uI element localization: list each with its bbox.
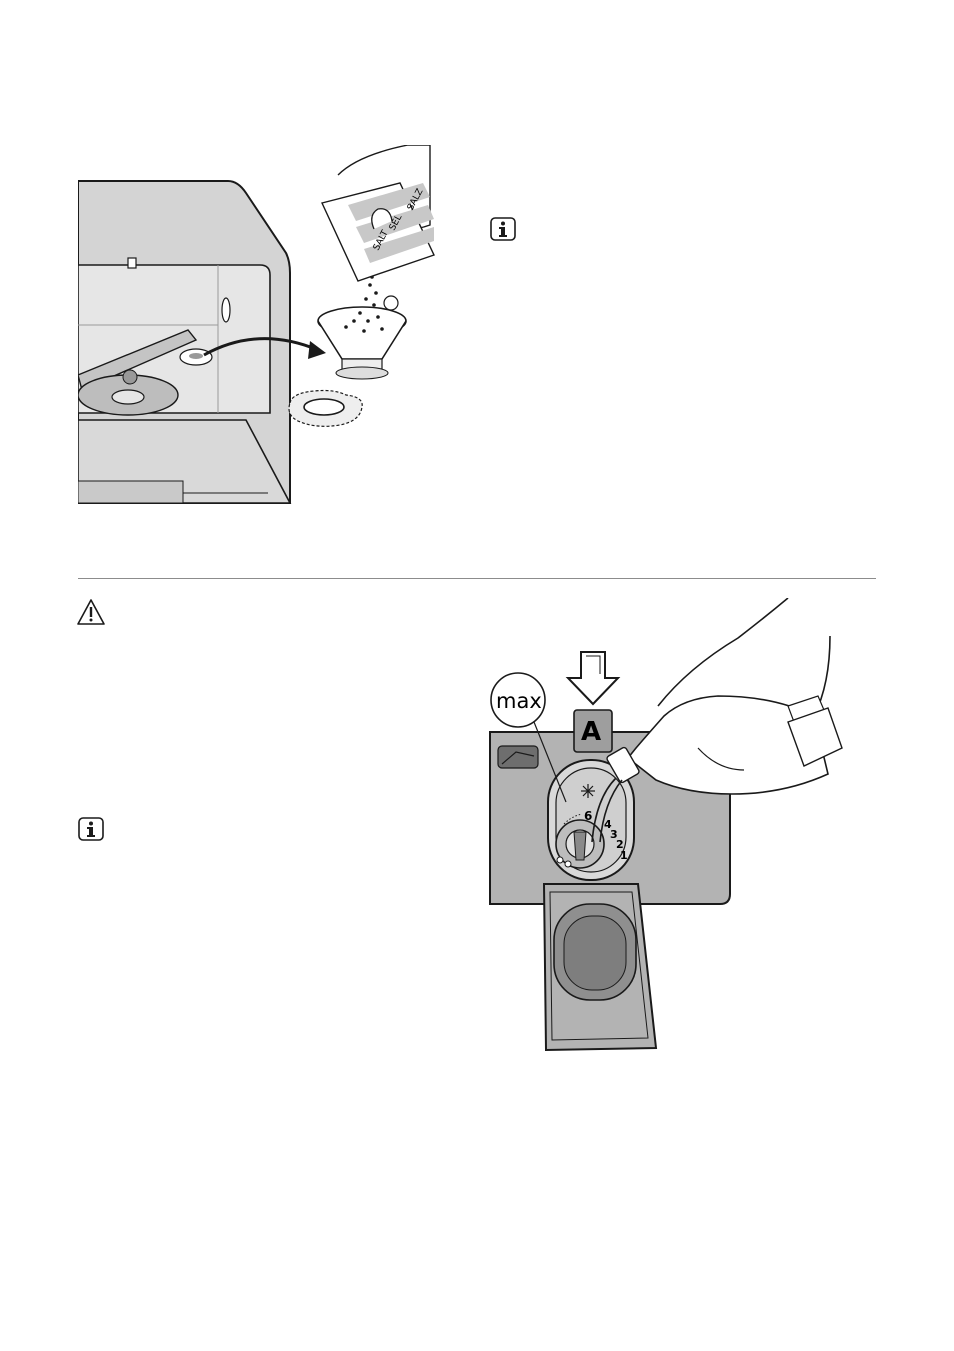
rinse-aid-fill-illustration: 6 4 3 2 1 A max	[488, 598, 868, 1054]
max-label: max	[496, 689, 542, 713]
dial-label-1: 1	[620, 849, 628, 862]
info-icon-bottom	[78, 817, 104, 841]
dial-label-6: 6	[584, 809, 592, 823]
salt-fill-illustration: SALT SEL SALZ	[78, 145, 438, 505]
marker-a-label: A	[581, 717, 601, 747]
section-divider	[78, 578, 876, 579]
info-icon	[490, 217, 516, 241]
warning-triangle-icon	[76, 598, 106, 626]
